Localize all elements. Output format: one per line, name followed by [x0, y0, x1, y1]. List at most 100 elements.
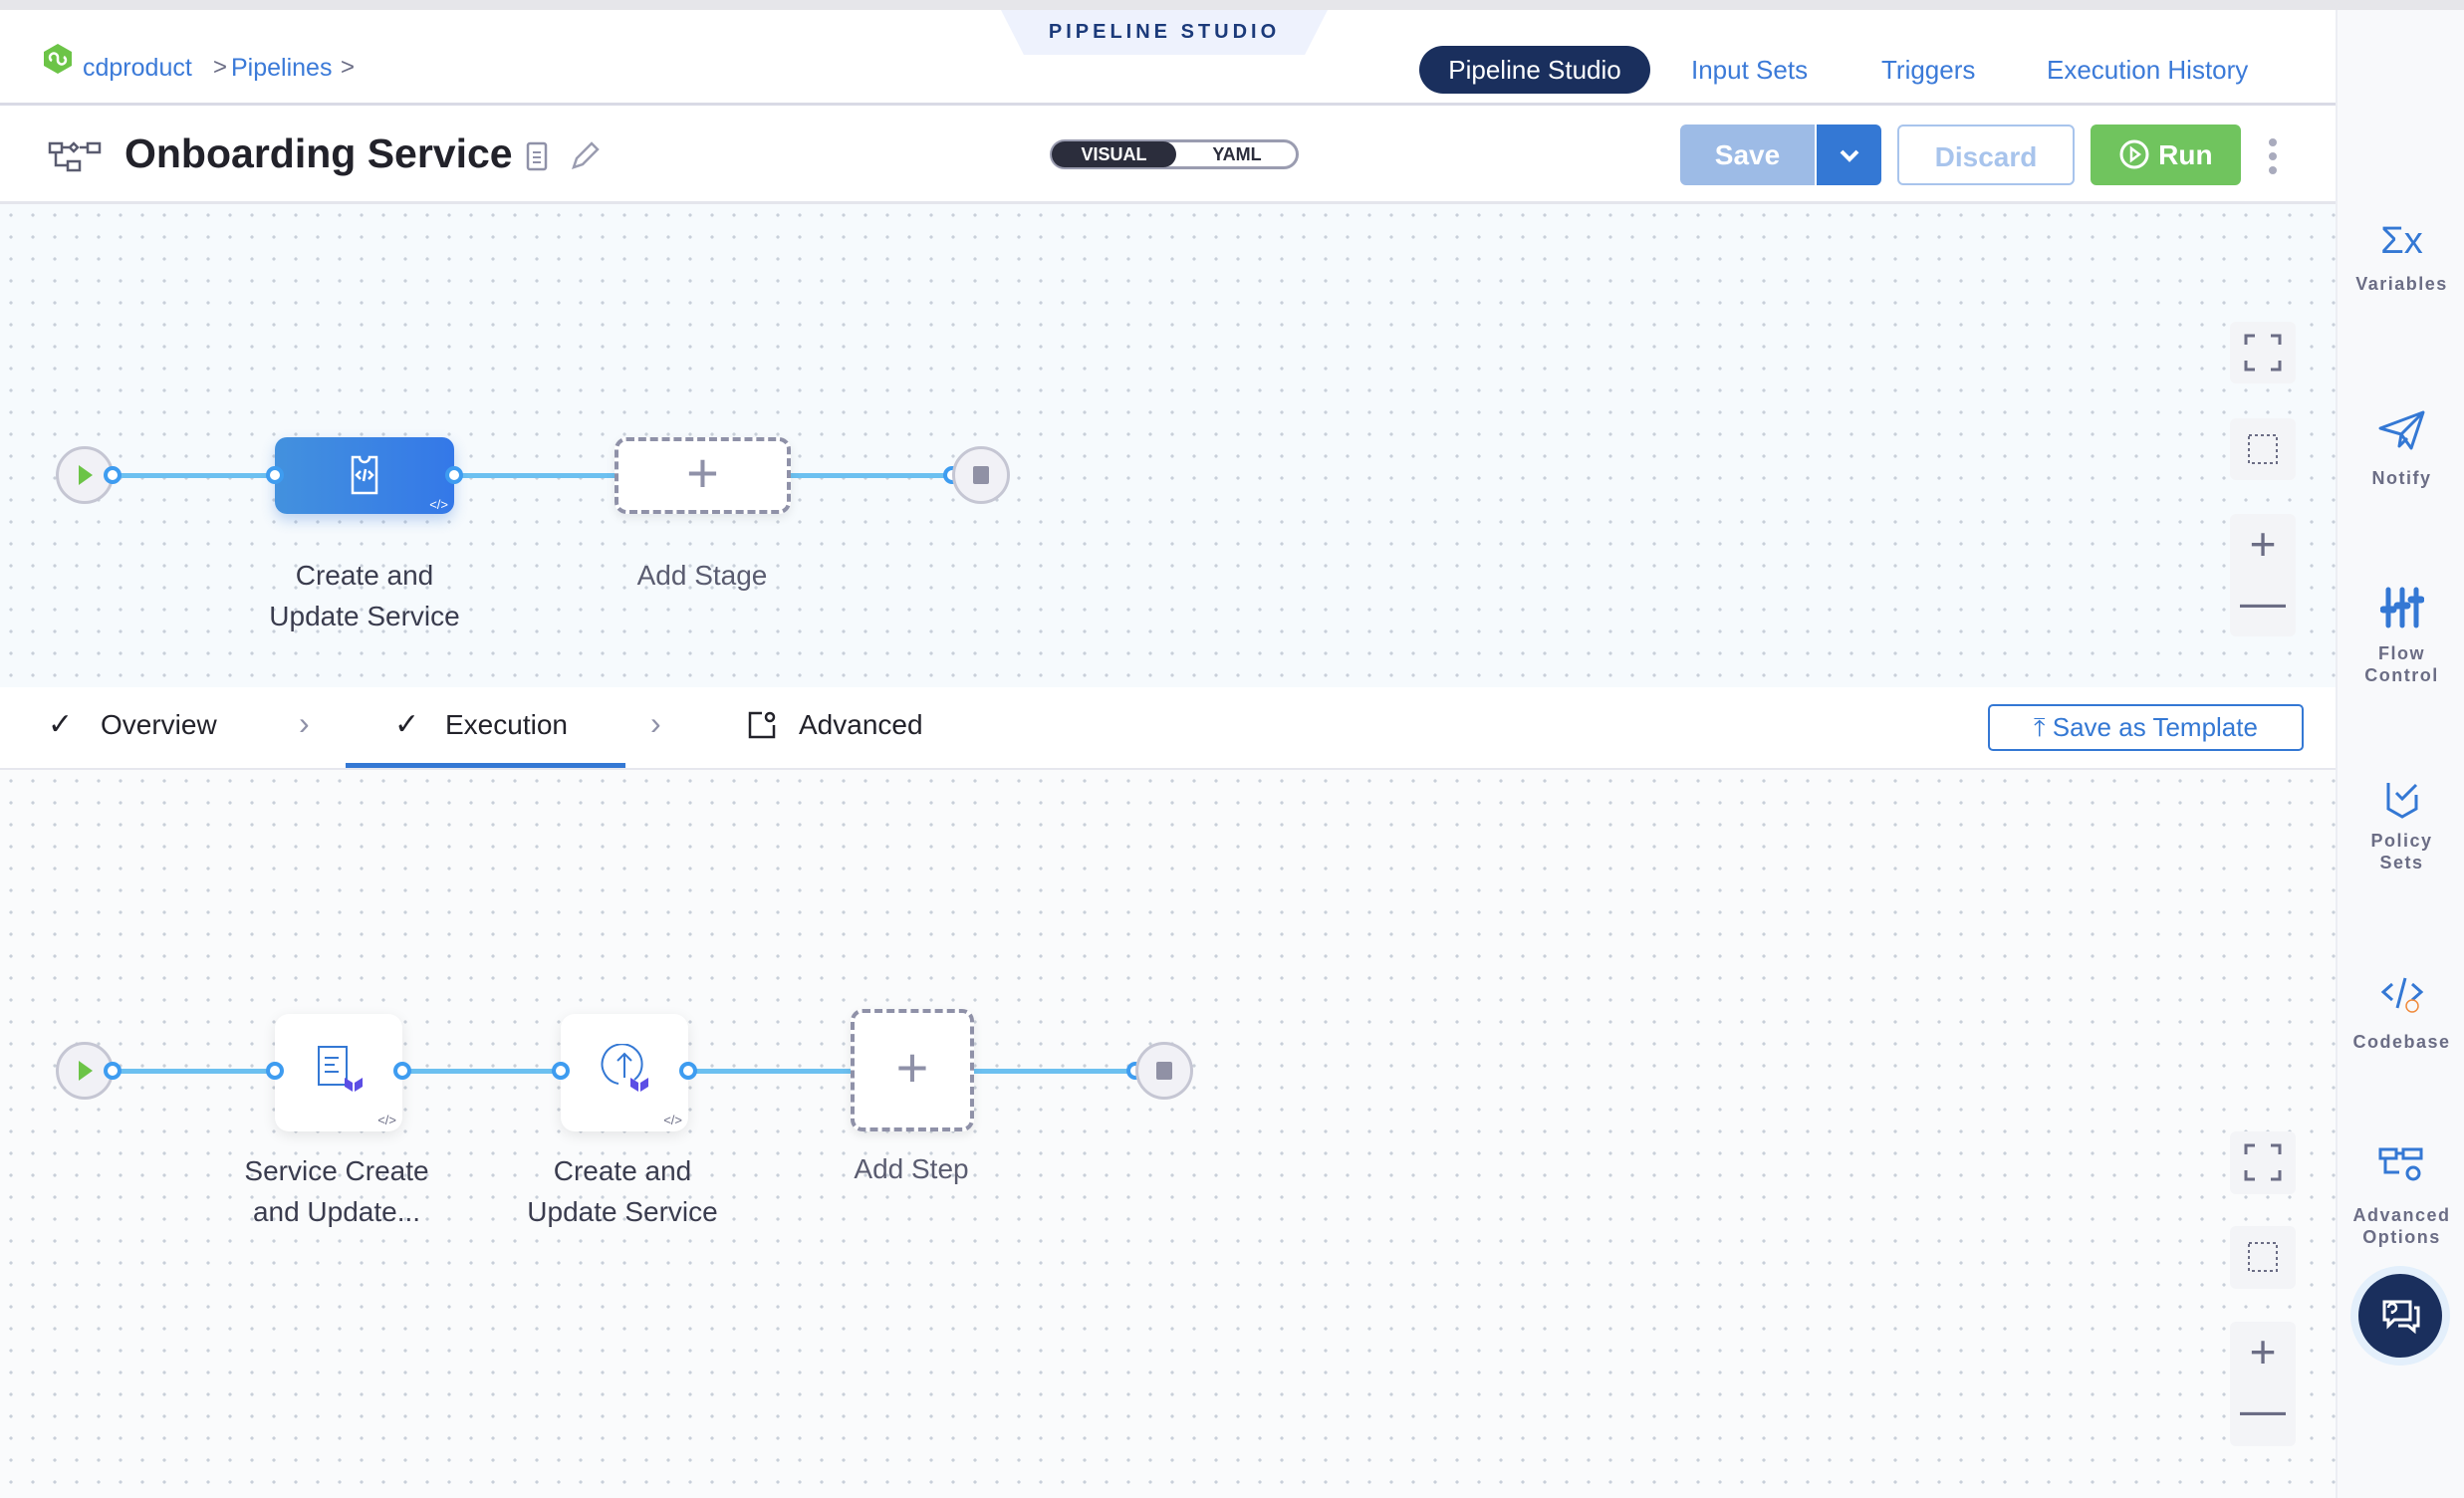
breadcrumb-separator: >	[213, 54, 228, 81]
view-toggle[interactable]: VISUAL YAML	[1050, 139, 1299, 169]
flow-control-icon	[2379, 587, 2424, 628]
save-dropdown-button[interactable]	[1815, 125, 1881, 185]
save-button[interactable]: Save	[1680, 125, 1815, 185]
zoom-out-button[interactable]: —	[2240, 1383, 2286, 1435]
add-step-button[interactable]: +	[851, 1009, 974, 1131]
chat-support-button[interactable]	[2358, 1274, 2442, 1358]
port	[266, 1062, 284, 1080]
visual-option[interactable]: VISUAL	[1052, 141, 1176, 167]
check-icon: ✓	[48, 708, 74, 741]
chevron-right-icon: ›	[650, 705, 661, 741]
edge	[402, 1069, 561, 1074]
discard-button[interactable]: Discard	[1897, 125, 2075, 185]
zoom-controls: + —	[2230, 514, 2296, 636]
tab-advanced[interactable]: Advanced	[799, 709, 923, 740]
nav-triggers[interactable]: Triggers	[1881, 55, 1976, 85]
port	[679, 1062, 697, 1080]
sidebar-item-variables[interactable]: Σx Variables	[2338, 219, 2464, 295]
upload-terraform-icon	[601, 1044, 648, 1092]
chat-icon	[2382, 1300, 2420, 1335]
run-label: Run	[2158, 139, 2213, 170]
run-button[interactable]: Run	[2091, 125, 2241, 185]
execution-end-node	[1135, 1042, 1193, 1100]
save-as-template-button[interactable]: ⤒ Save as Template	[1988, 704, 2304, 751]
pipeline-end-node	[952, 446, 1010, 504]
select-area-button[interactable]	[2230, 1226, 2296, 1289]
advanced-options-icon	[2378, 1147, 2422, 1181]
step-node-service-create[interactable]: </>	[275, 1014, 402, 1131]
breadcrumb-pipelines[interactable]: Pipelines	[231, 54, 333, 82]
fit-to-screen-button[interactable]	[2230, 322, 2296, 383]
chevron-down-icon	[1840, 149, 1858, 162]
more-options-icon[interactable]	[2265, 135, 2281, 177]
service-terraform-icon	[318, 1046, 363, 1092]
port	[393, 1062, 411, 1080]
select-area-button[interactable]	[2230, 418, 2296, 480]
notes-icon[interactable]	[526, 141, 548, 171]
tab-overview[interactable]: Overview	[101, 709, 217, 740]
add-stage-label: Add Stage	[636, 560, 768, 591]
add-stage-button[interactable]: +	[615, 437, 791, 514]
custom-stage-icon	[351, 455, 378, 495]
play-circle-icon	[2119, 139, 2149, 169]
sidebar-item-policy-sets[interactable]: Policy Sets	[2338, 779, 2464, 874]
edge	[454, 473, 615, 478]
port	[104, 466, 122, 484]
edge	[791, 473, 952, 478]
top-border	[0, 0, 2464, 10]
pipeline-toolbar: Onboarding Service VISUAL YAML Save Disc…	[0, 106, 2336, 204]
port	[266, 466, 284, 484]
pipeline-start-node	[56, 446, 114, 504]
notify-icon	[2378, 410, 2424, 450]
right-sidebar: Σx Variables Notify Flow Control Policy …	[2336, 10, 2464, 1498]
stage-tabs: ✓ Overview › ✓ Execution › Advanced ⤒ Sa…	[0, 687, 2336, 770]
code-icon: </>	[377, 1113, 396, 1127]
yaml-option[interactable]: YAML	[1212, 144, 1262, 164]
code-icon: </>	[429, 497, 448, 512]
fit-to-screen-button[interactable]	[2230, 1131, 2296, 1194]
sidebar-item-notify[interactable]: Notify	[2338, 408, 2464, 489]
sidebar-item-advanced-options[interactable]: Advanced Options	[2338, 1145, 2464, 1248]
advanced-icon	[748, 711, 776, 739]
port	[104, 1062, 122, 1080]
nav-pipeline-studio[interactable]: Pipeline Studio	[1419, 46, 1650, 94]
variables-icon: Σx	[2380, 220, 2423, 262]
step-node-create-and-update-service[interactable]: </>	[561, 1014, 688, 1131]
edge	[974, 1069, 1135, 1074]
sidebar-item-codebase[interactable]: Codebase	[2338, 974, 2464, 1053]
pipeline-icon	[48, 141, 102, 172]
edge	[688, 1069, 851, 1074]
add-step-label: Add Step	[854, 1153, 969, 1184]
page-title: Onboarding Service	[124, 130, 513, 176]
policy-icon	[2386, 783, 2417, 819]
breadcrumb-project[interactable]: cdproduct	[83, 54, 192, 82]
check-icon: ✓	[394, 708, 420, 741]
port	[552, 1062, 570, 1080]
zoom-out-button[interactable]: —	[2240, 576, 2286, 627]
breadcrumb-separator: >	[341, 54, 356, 81]
code-icon: </>	[663, 1113, 682, 1127]
chevron-right-icon: ›	[299, 705, 310, 741]
zoom-in-button[interactable]: +	[2249, 1326, 2277, 1377]
project-icon	[44, 44, 72, 74]
edge	[113, 1069, 275, 1074]
zoom-in-button[interactable]: +	[2249, 518, 2277, 570]
edit-icon[interactable]	[570, 139, 602, 171]
nav-input-sets[interactable]: Input Sets	[1691, 55, 1809, 85]
port	[445, 466, 463, 484]
active-tab-indicator	[346, 763, 625, 768]
upload-icon: ⤒	[2034, 712, 2053, 742]
tab-execution[interactable]: Execution	[445, 709, 568, 740]
pipeline-studio-tag: PIPELINE STUDIO	[1001, 10, 1328, 55]
codebase-icon	[2380, 977, 2423, 1013]
zoom-controls: + —	[2230, 1322, 2296, 1446]
stage-node-create-and-update-service[interactable]: </>	[275, 437, 454, 514]
edge	[113, 473, 275, 478]
nav-execution-history[interactable]: Execution History	[2047, 55, 2249, 85]
sidebar-item-flow-control[interactable]: Flow Control	[2338, 586, 2464, 686]
